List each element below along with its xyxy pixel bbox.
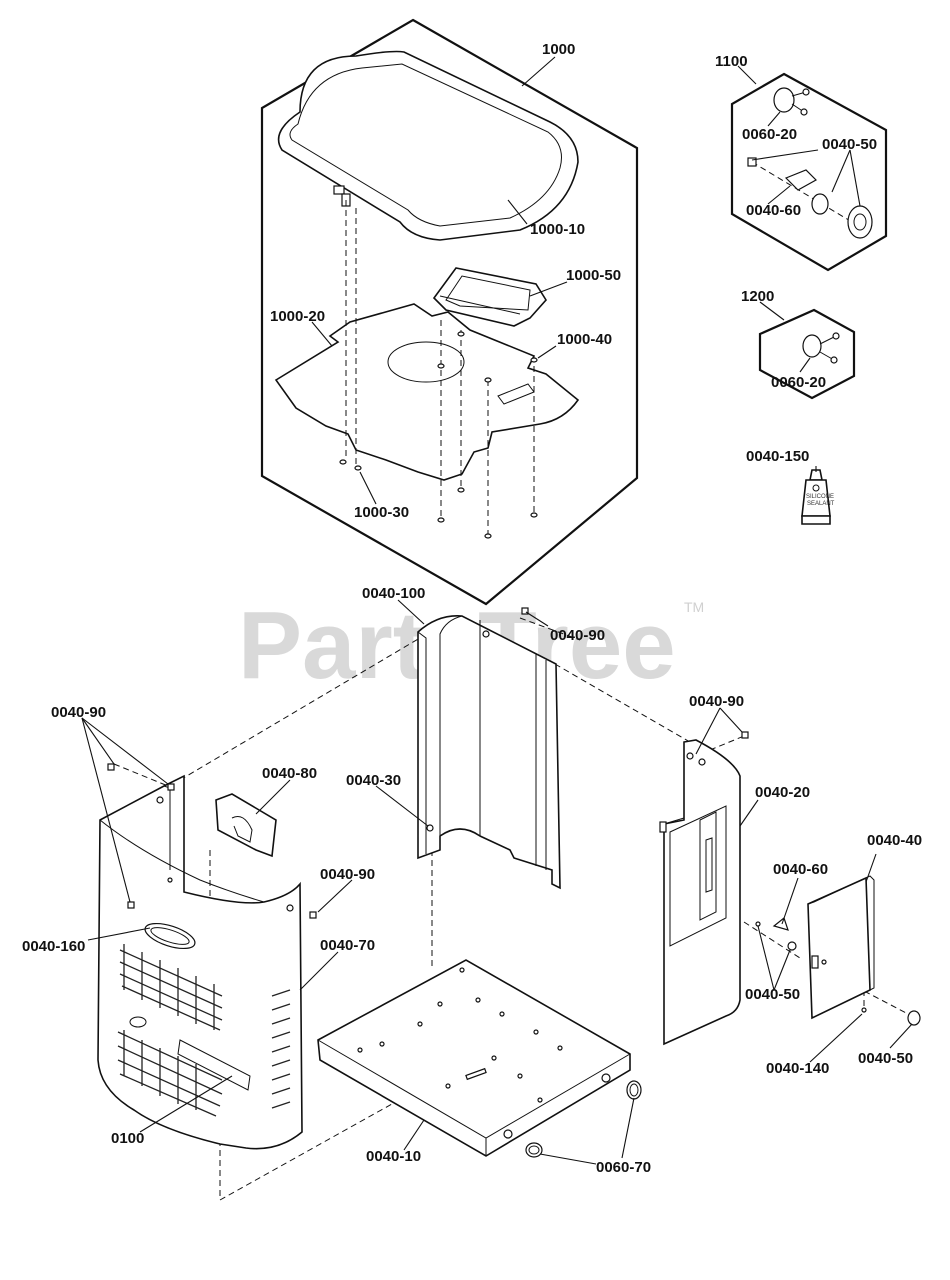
callout-0040-90-b[interactable]: 0040-90	[51, 704, 106, 721]
base-holes	[357, 967, 563, 1103]
callout-0060-70[interactable]: 0060-70	[596, 1159, 651, 1176]
callout-0040-80[interactable]: 0040-80	[262, 765, 317, 782]
part-base-plate[interactable]	[317, 959, 631, 1157]
callout-1000-30[interactable]: 1000-30	[354, 504, 409, 521]
callout-0040-40[interactable]: 0040-40	[867, 832, 922, 849]
callout-0060-20-b[interactable]: 0060-20	[771, 374, 826, 391]
kit-1100-parts	[737, 65, 873, 239]
callout-1000-20[interactable]: 1000-20	[270, 308, 325, 325]
tube-line-1: SILICONE	[806, 494, 834, 500]
callout-1200[interactable]: 1200	[741, 288, 774, 305]
part-right-panel[interactable]	[659, 739, 741, 1046]
callout-0040-50-c[interactable]: 0040-50	[858, 1050, 913, 1067]
callout-0040-150[interactable]: 0040-150	[746, 448, 809, 465]
brand-badge	[144, 922, 196, 950]
kit-1100-outline[interactable]	[730, 72, 888, 272]
callout-0040-160[interactable]: 0040-160	[22, 938, 85, 955]
part-plugs[interactable]	[525, 1080, 642, 1158]
kit-1000-hardware	[339, 200, 538, 539]
callout-0040-100[interactable]: 0040-100	[362, 585, 425, 602]
callout-1000[interactable]: 1000	[542, 41, 575, 58]
callout-0040-50-b[interactable]: 0040-50	[745, 986, 800, 1003]
kit-1000-leaders	[311, 56, 568, 505]
callout-0040-70[interactable]: 0040-70	[320, 937, 375, 954]
callout-1100[interactable]: 1100	[715, 53, 748, 70]
callout-0040-140[interactable]: 0040-140	[766, 1060, 829, 1077]
part-left-panel[interactable]	[97, 774, 303, 1150]
callout-0040-50-a[interactable]: 0040-50	[822, 136, 877, 153]
callout-0040-60-b[interactable]: 0040-60	[773, 861, 828, 878]
callout-0040-10[interactable]: 0040-10	[366, 1148, 421, 1165]
lower-leaders	[81, 599, 913, 1165]
callout-0100[interactable]: 0100	[111, 1130, 144, 1147]
part-rear-panel[interactable]	[417, 615, 561, 890]
callout-0040-90-d[interactable]: 0040-90	[320, 866, 375, 883]
part-bracket[interactable]	[215, 793, 277, 858]
kit-1200-parts	[759, 301, 840, 373]
tube-line-2: SEALANT	[807, 501, 835, 507]
part-roof-lid[interactable]	[277, 50, 579, 241]
callout-1000-40[interactable]: 1000-40	[557, 331, 612, 348]
part-access-door[interactable]	[807, 875, 875, 1020]
callout-1000-50[interactable]: 1000-50	[566, 267, 621, 284]
callout-0060-20-a[interactable]: 0060-20	[742, 126, 797, 143]
watermark-trademark: TM	[684, 599, 704, 615]
hardware-misc	[107, 607, 921, 1026]
callout-0040-30[interactable]: 0040-30	[346, 772, 401, 789]
part-sealant-tube[interactable]: SILICONE SEALANT	[801, 469, 835, 525]
callout-0040-90-a[interactable]: 0040-90	[550, 627, 605, 644]
callout-1000-10[interactable]: 1000-10	[530, 221, 585, 238]
callout-0040-60-a[interactable]: 0040-60	[746, 202, 801, 219]
callout-0040-90-c[interactable]: 0040-90	[689, 693, 744, 710]
callout-0040-20[interactable]: 0040-20	[755, 784, 810, 801]
part-vent-cover[interactable]	[432, 267, 547, 327]
